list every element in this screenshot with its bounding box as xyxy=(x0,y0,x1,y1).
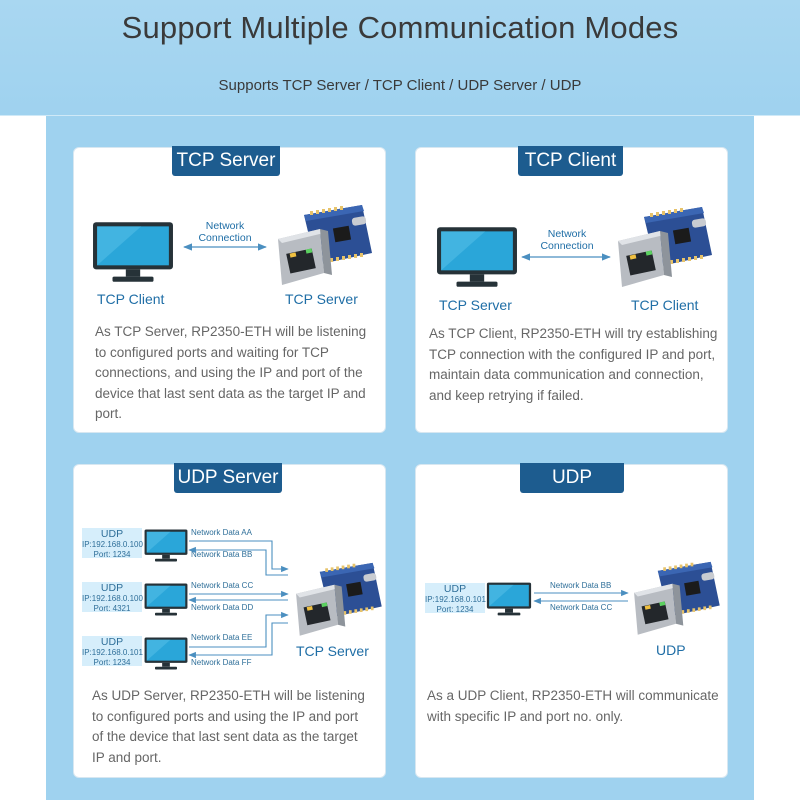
network-data-label: Network Data AA xyxy=(191,528,252,537)
udp-client-box: UDP IP:192.168.0.100 Port: 1234 xyxy=(82,528,143,559)
udp-badge: UDP xyxy=(520,463,624,493)
tcp-client-description: As TCP Client, RP2350-ETH will try estab… xyxy=(429,326,718,403)
network-data-label: Network Data CC xyxy=(191,581,254,590)
udp-server-card: UDP Server UDP IP:192.168.0.100 Port: 12… xyxy=(73,463,386,778)
rp2350-eth-board-icon xyxy=(614,205,714,295)
tcp-client-card: TCP Client Network Connection TCP Server… xyxy=(415,146,728,433)
network-connection-arrow xyxy=(521,253,611,261)
page-title: Support Multiple Communication Modes xyxy=(121,10,679,45)
server-device-label: TCP Server xyxy=(296,643,369,659)
udp-client-box: UDP IP:192.168.0.101 Port: 1234 xyxy=(425,583,486,614)
left-device-label: TCP Server xyxy=(439,297,512,313)
tcp-client-badge: TCP Client xyxy=(518,146,623,176)
network-data-label: Network Data EE xyxy=(191,633,253,642)
network-connection-label: Network Connection xyxy=(540,228,594,252)
left-device-label: TCP Client xyxy=(97,291,165,307)
udp-connection-arrows xyxy=(533,589,629,605)
udp-card: UDP UDP IP:192.168.0.101 Port: 1234 Netw… xyxy=(415,463,728,778)
rp2350-eth-board-icon xyxy=(274,203,374,293)
right-device-label: TCP Client xyxy=(631,297,699,313)
udp-server-connection-lines xyxy=(188,540,289,659)
tcp-server-description: As TCP Server, RP2350-ETH will be listen… xyxy=(95,324,367,421)
rp2350-eth-board-icon xyxy=(630,560,722,642)
udp-device-label: UDP xyxy=(656,642,686,658)
rp2350-eth-board-icon xyxy=(292,561,384,643)
network-connection-label: Network Connection xyxy=(198,220,252,244)
network-connection-arrow xyxy=(183,243,267,251)
network-data-label: Network Data DD xyxy=(191,603,254,612)
tcp-server-card: TCP Server Network Connection TCP Client… xyxy=(73,146,386,433)
server-monitor-icon xyxy=(436,226,518,288)
network-data-label: Network Data FF xyxy=(191,658,252,667)
network-data-label: Network Data BB xyxy=(191,550,253,559)
network-data-label: Network Data CC xyxy=(550,603,613,612)
udp-server-description: As UDP Server, RP2350-ETH will be listen… xyxy=(92,688,365,765)
udp-client-box: UDP IP:192.168.0.100 Port: 4321 xyxy=(82,582,143,613)
udp-client-box: UDP IP:192.168.0.101 Port: 1234 xyxy=(82,636,143,667)
network-data-label: Network Data BB xyxy=(550,581,612,590)
right-device-label: TCP Server xyxy=(285,291,358,307)
tcp-server-badge: TCP Server xyxy=(172,146,280,176)
page-subtitle: Supports TCP Server / TCP Client / UDP S… xyxy=(218,77,582,94)
client-monitor-icon xyxy=(92,221,174,283)
udp-server-badge: UDP Server xyxy=(174,463,282,493)
udp-description: As a UDP Client, RP2350-ETH will communi… xyxy=(427,688,719,724)
